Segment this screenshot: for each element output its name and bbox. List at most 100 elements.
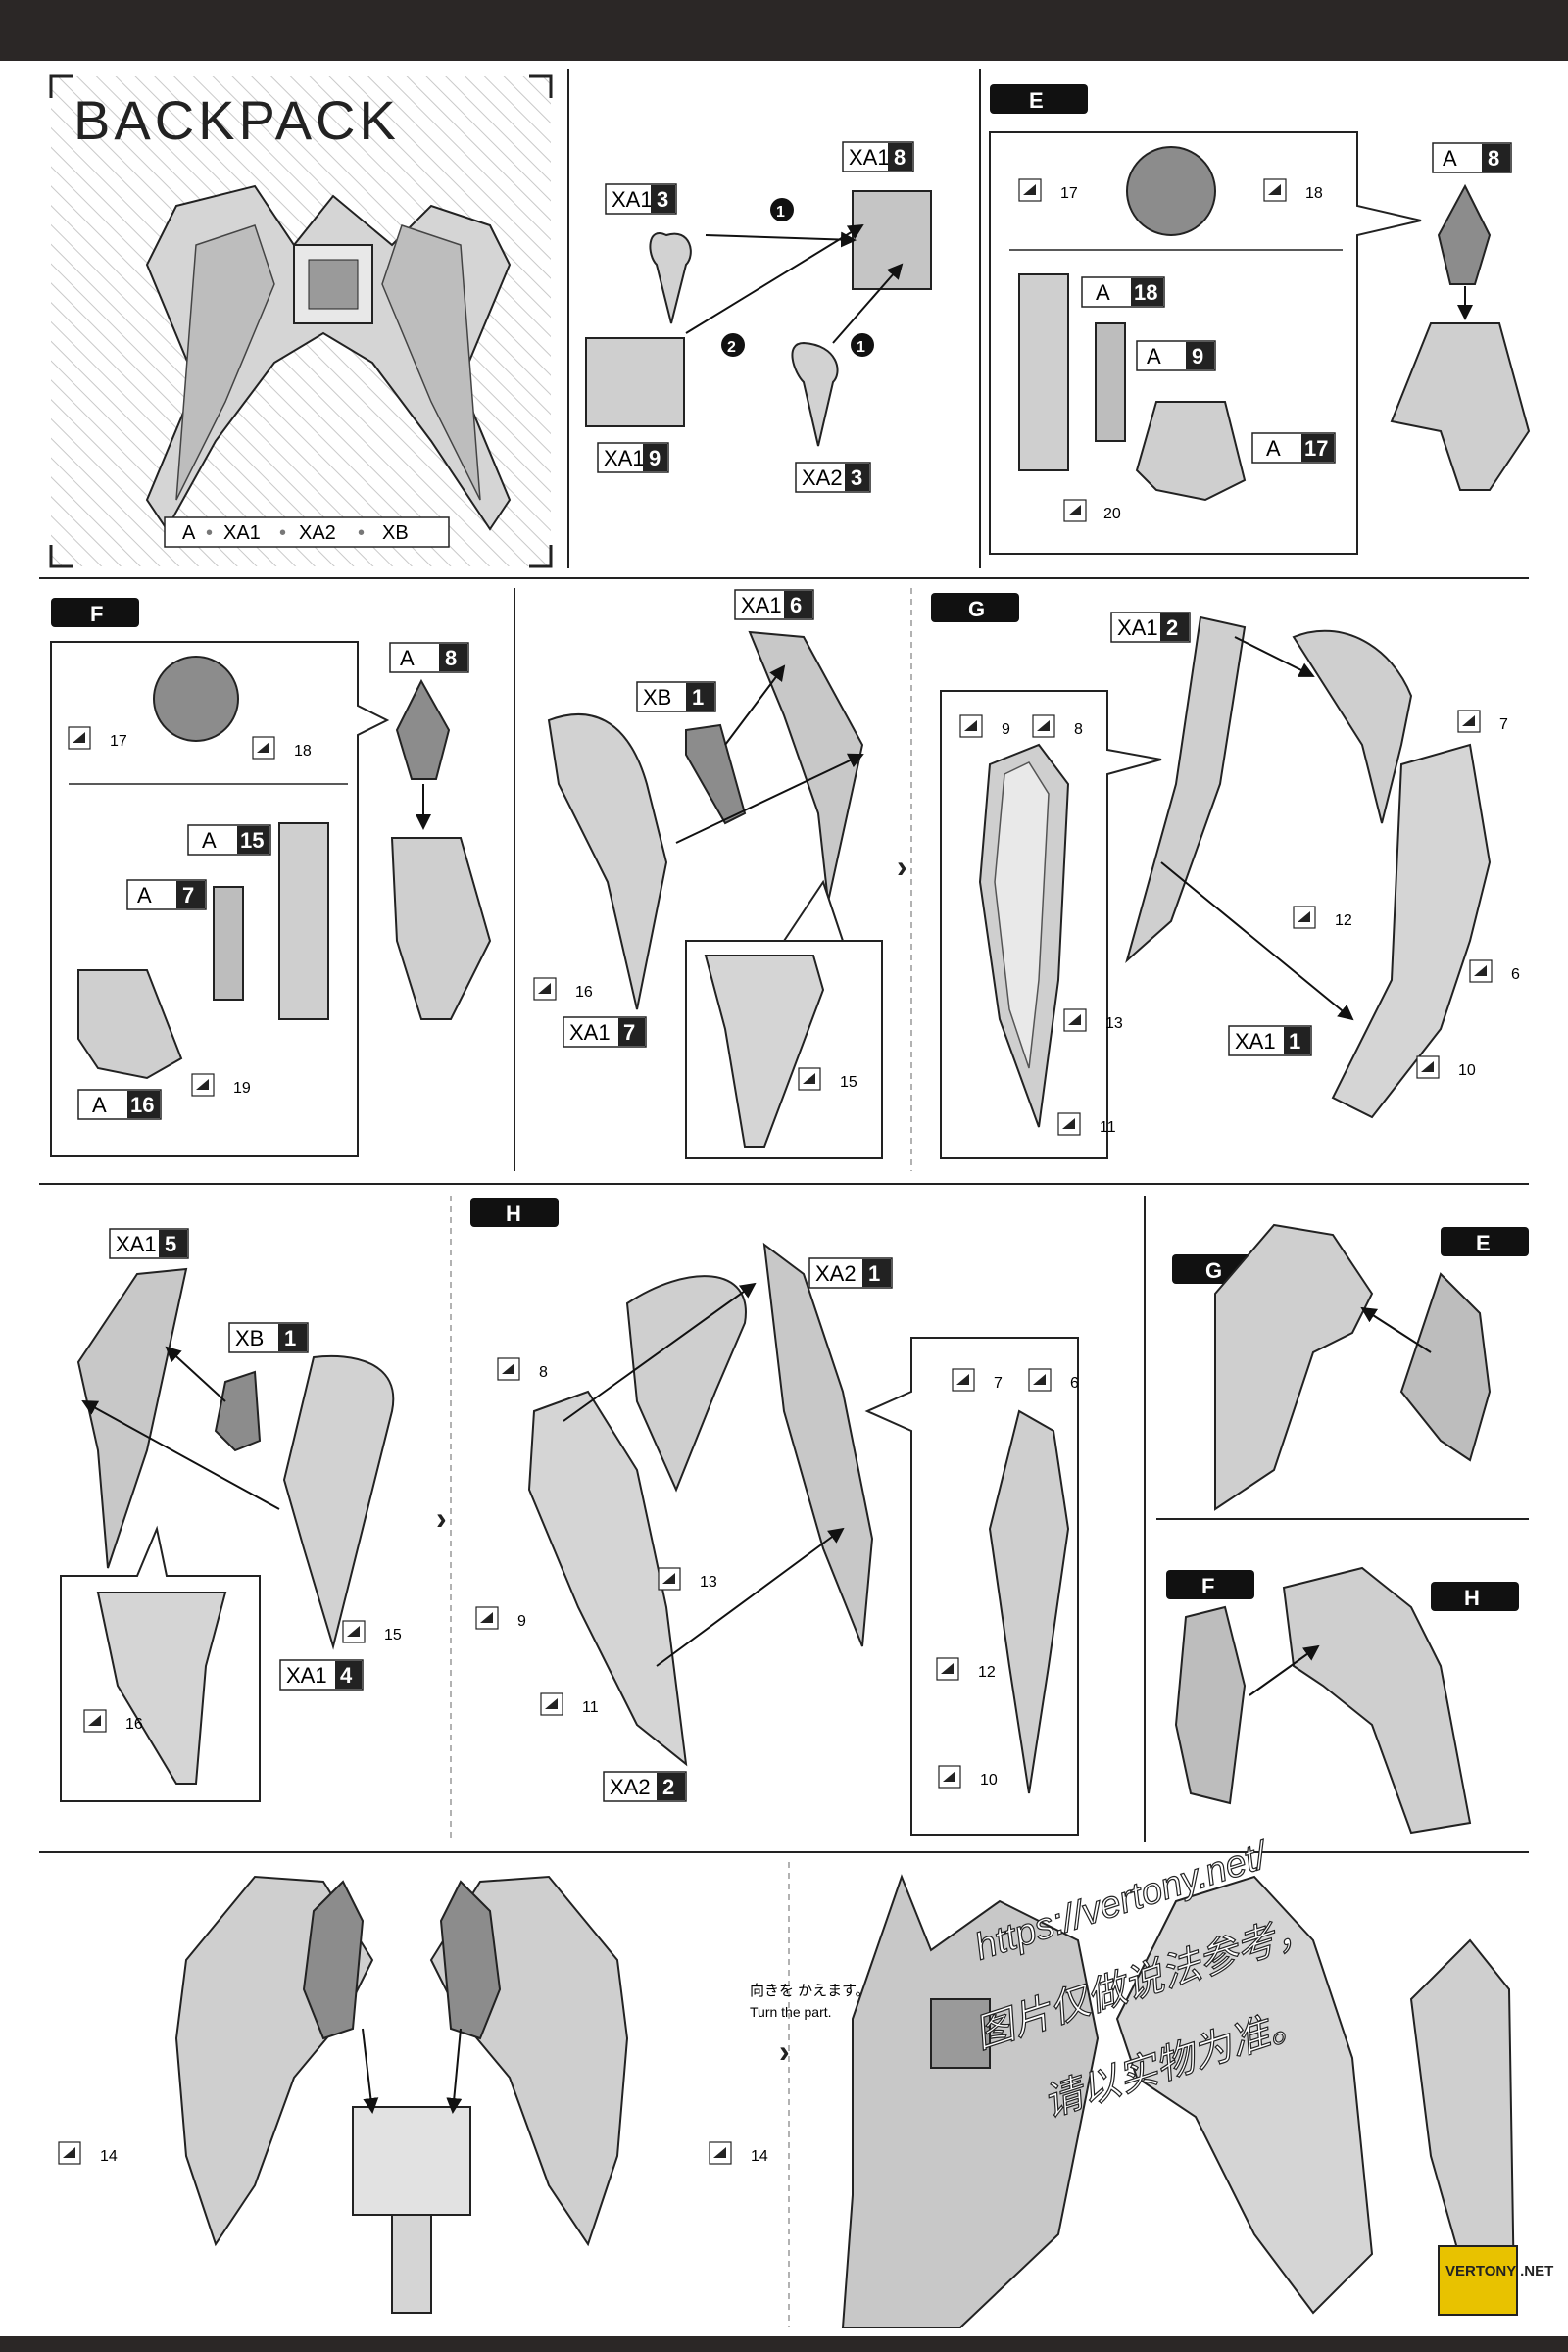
svg-text:XA2: XA2: [610, 1775, 651, 1799]
top-border: [0, 0, 1568, 61]
svg-text:3: 3: [657, 187, 668, 212]
svg-text:›: ›: [897, 849, 907, 884]
part-label-xa1-8: XA1 8: [842, 141, 914, 172]
step-h-panel: H XA2 1 XA2 2 8 13 9: [470, 1198, 1079, 1836]
svg-text:8: 8: [894, 145, 906, 170]
backpack-illustration: [145, 184, 512, 531]
svg-text:A: A: [1096, 280, 1110, 305]
svg-text:A: A: [1147, 344, 1161, 368]
sticker-h-12: 12: [978, 1664, 996, 1681]
part-label-a-9: A 9: [1136, 340, 1216, 371]
part-label-a-18: A 18: [1081, 276, 1165, 308]
part-label-xa1-9: XA1 9: [597, 442, 669, 473]
note-en: Turn the part.: [750, 2004, 832, 2020]
part-label-xa2-1: XA2 1: [808, 1257, 893, 1289]
final-assembly-panel: 14 14 向きを かえます。 Turn the part. › https:/…: [58, 1834, 1553, 2328]
svg-text:A: A: [1443, 146, 1457, 171]
note-jp: 向きを かえます。: [750, 1983, 870, 1999]
part-label-xa1-2: XA1 2: [1110, 612, 1191, 643]
combine-f-label: F: [1201, 1574, 1214, 1598]
svg-text:A: A: [137, 883, 152, 907]
sticker-f-18: 18: [294, 743, 312, 760]
sticker-final-14a: 14: [100, 2148, 118, 2165]
combine-e-label: E: [1476, 1231, 1491, 1255]
svg-text:XA1: XA1: [569, 1020, 611, 1045]
sticker-e-17: 17: [1060, 185, 1078, 202]
step-g-panel: G XA1 2 XA1 1 9 8: [931, 593, 1520, 1159]
part-label-xa2-2: XA2 2: [603, 1771, 687, 1802]
step-f-label: F: [90, 602, 103, 626]
runner-a: A: [182, 522, 196, 544]
svg-text:•: •: [279, 522, 286, 544]
svg-text:•: •: [206, 522, 213, 544]
part-label-a-8: A 8: [1432, 142, 1512, 173]
svg-text:XA1: XA1: [1235, 1029, 1276, 1054]
svg-text:1: 1: [284, 1326, 296, 1350]
step-wing-panel-left: XA1 6 XB 1 XA1 7 16: [533, 589, 883, 1159]
sticker-h-7: 7: [994, 1375, 1003, 1392]
svg-text:A: A: [92, 1093, 107, 1117]
combine-g-label: G: [1205, 1258, 1222, 1283]
svg-text:XA1: XA1: [741, 593, 782, 617]
sticker-e-18: 18: [1305, 185, 1323, 202]
svg-text:8: 8: [1488, 146, 1499, 171]
step-f-panel: F 17 18 A 8 A 15: [50, 598, 492, 1157]
svg-text:2: 2: [662, 1775, 674, 1799]
part-xa1-9: [585, 337, 685, 427]
svg-text:›: ›: [779, 2034, 790, 2069]
svg-text:›: ›: [436, 1500, 447, 1536]
svg-text:XB: XB: [643, 685, 671, 710]
sticker-g-9: 9: [1002, 721, 1010, 738]
part-label-xa1-7: XA1 7: [563, 1016, 647, 1048]
svg-text:A: A: [1266, 436, 1281, 461]
part-label-f-a-8: A 8: [389, 642, 469, 673]
svg-text:XA1: XA1: [116, 1232, 157, 1256]
step-order-1a: 1: [776, 204, 785, 220]
svg-text:16: 16: [130, 1093, 154, 1117]
sticker-f2-16: 16: [575, 984, 593, 1001]
step-wing-panel-right: XA1 5 XB 1 XA1 4 15: [60, 1228, 402, 1802]
svg-text:1: 1: [868, 1261, 880, 1286]
sticker-h-6: 6: [1070, 1375, 1079, 1392]
part-xa1-3: [649, 232, 692, 324]
svg-text:9: 9: [649, 446, 661, 470]
sticker-g-6: 6: [1511, 966, 1520, 983]
svg-text:XA1: XA1: [849, 145, 890, 170]
watermark-badge: [1438, 2245, 1518, 2316]
svg-text:XA1: XA1: [1117, 615, 1158, 640]
sticker-g-12: 12: [1335, 912, 1352, 929]
combine-h-label: H: [1464, 1586, 1480, 1610]
sticker-h-9: 9: [517, 1613, 526, 1630]
combine-panel: G E F H: [1166, 1223, 1529, 1835]
backpack-panel: BACKPACK A • XA1 • XA2 • XB: [49, 74, 553, 568]
svg-text:XA1: XA1: [612, 187, 653, 212]
runner-list-box: [164, 516, 450, 548]
sticker-g-10: 10: [1458, 1062, 1476, 1079]
watermark-badge-text: VERTONY .NET: [1446, 2263, 1553, 2279]
step-order-2: 2: [727, 339, 736, 356]
sticker-final-14b: 14: [751, 2148, 768, 2165]
sticker-g-13: 13: [1105, 1015, 1123, 1032]
step-e-label: E: [1029, 88, 1044, 113]
page-title: BACKPACK: [74, 89, 400, 151]
mech-torso: [841, 1874, 1100, 2328]
runner-xb: XB: [382, 522, 409, 544]
part-label-xa1-5: XA1 5: [109, 1228, 189, 1259]
mech-backpack: [1115, 1875, 1374, 2315]
part-xa2-3: [791, 341, 839, 447]
svg-text:XA1: XA1: [286, 1663, 327, 1688]
step-order-1b: 1: [857, 339, 865, 356]
sticker-h1-15: 15: [384, 1627, 402, 1643]
part-label-xa1-6: XA1 6: [734, 589, 814, 620]
part-label-h1-xb-1: XB 1: [228, 1322, 309, 1353]
step-frame-assembly: XA1 3 XA1 8 XA1 9 XA2 3: [585, 141, 932, 493]
sticker-h-10: 10: [980, 1772, 998, 1788]
svg-text:5: 5: [165, 1232, 176, 1256]
svg-text:A: A: [202, 828, 217, 853]
runner-xa2: XA2: [299, 522, 336, 544]
part-label-xa1-1: XA1 1: [1228, 1025, 1312, 1056]
sticker-e-20: 20: [1103, 506, 1121, 522]
part-label-xa1-4: XA1 4: [279, 1659, 364, 1690]
svg-text:18: 18: [1134, 280, 1157, 305]
